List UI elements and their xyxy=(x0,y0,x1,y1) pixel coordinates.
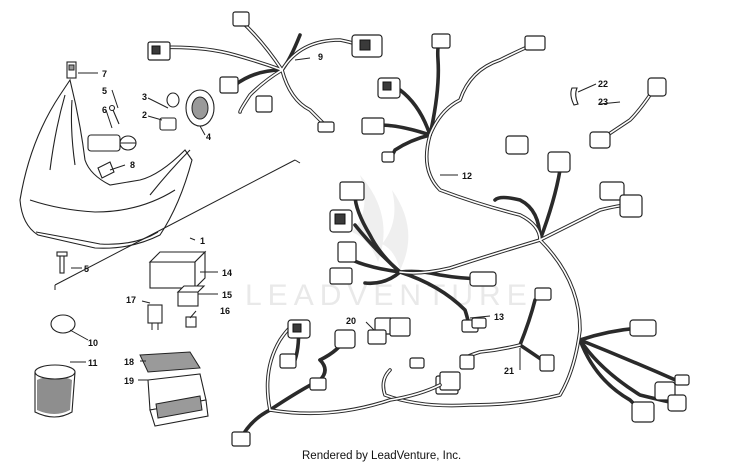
callout-1: 1 xyxy=(200,236,205,246)
sealing-ring[interactable] xyxy=(166,92,180,108)
harness-21[interactable] xyxy=(439,287,555,391)
fuse-panel-label[interactable] xyxy=(139,351,201,373)
headlight-bracket[interactable] xyxy=(66,61,77,79)
callout-20: 20 xyxy=(346,316,356,326)
screw[interactable] xyxy=(108,104,120,125)
callout-7: 7 xyxy=(102,69,107,79)
callout-11: 11 xyxy=(88,358,98,368)
harness-9[interactable] xyxy=(147,11,383,133)
connector-13[interactable] xyxy=(471,317,487,329)
callout-3: 3 xyxy=(142,92,147,102)
fuse[interactable] xyxy=(147,304,163,330)
callout-18: 18 xyxy=(124,357,134,367)
harness-23[interactable] xyxy=(589,77,667,149)
fuse-block[interactable] xyxy=(147,373,209,427)
connector-20[interactable] xyxy=(367,329,387,345)
fuse-clip-22[interactable] xyxy=(570,87,579,106)
callout-2: 2 xyxy=(142,110,147,120)
relay[interactable] xyxy=(176,285,206,307)
callout-13: 13 xyxy=(494,312,504,322)
fuse-small[interactable] xyxy=(185,316,197,328)
retaining-ring[interactable] xyxy=(50,314,76,334)
callout-6: 6 xyxy=(102,105,107,115)
callout-23: 23 xyxy=(598,97,608,107)
bulb-socket-clip[interactable] xyxy=(159,117,177,131)
headlight-seal[interactable] xyxy=(185,89,215,127)
callout-19: 19 xyxy=(124,376,134,386)
callout-15: 15 xyxy=(222,290,232,300)
main-harness-12[interactable] xyxy=(329,33,690,423)
harness-lower-left[interactable] xyxy=(231,319,442,447)
callout-16: 16 xyxy=(220,306,230,316)
callout-numbers: 1 2 3 4 5 5 6 7 8 9 10 11 12 13 14 15 16… xyxy=(84,52,608,386)
leader-lines xyxy=(69,57,621,381)
headlight-assembly[interactable] xyxy=(19,78,193,249)
callout-12: 12 xyxy=(462,171,472,181)
screw-bottom[interactable] xyxy=(56,251,68,274)
bulb-holder[interactable] xyxy=(97,161,115,179)
callout-8: 8 xyxy=(130,160,135,170)
leadventure-watermark: LEADVENTURE xyxy=(245,175,527,312)
credit-line: Rendered by LeadVenture, Inc. xyxy=(302,450,462,462)
callout-9: 9 xyxy=(318,52,323,62)
headlight-bulb[interactable] xyxy=(87,134,137,152)
callout-22: 22 xyxy=(598,79,608,89)
callout-5a: 5 xyxy=(102,86,107,96)
callout-4: 4 xyxy=(206,132,211,142)
callout-21: 21 xyxy=(504,366,514,376)
protective-sleeve[interactable] xyxy=(34,364,76,418)
relay-box[interactable] xyxy=(148,250,207,290)
callout-10: 10 xyxy=(88,338,98,348)
callout-5b: 5 xyxy=(84,264,89,274)
callout-17: 17 xyxy=(126,295,136,305)
callout-14: 14 xyxy=(222,268,232,278)
